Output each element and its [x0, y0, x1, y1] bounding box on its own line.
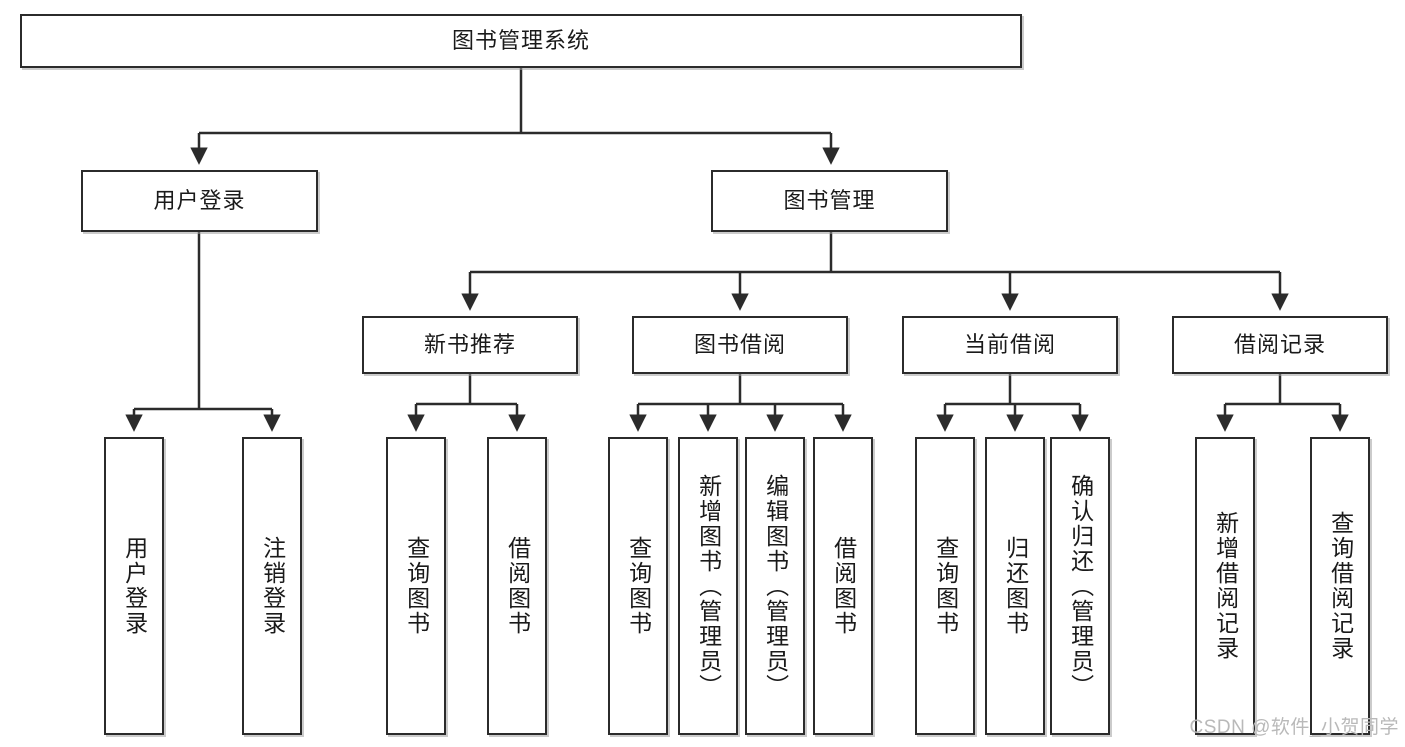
node-new-book-recommend[interactable]: 新书推荐: [362, 316, 578, 374]
node-label: 图书管理系统: [451, 28, 590, 54]
node-leaf-user-login[interactable]: 用户登录: [104, 437, 164, 735]
node-label: 用户登录: [121, 536, 148, 636]
node-user-login[interactable]: 用户登录: [81, 170, 318, 232]
node-leaf-query-book-current[interactable]: 查询图书: [915, 437, 975, 735]
node-leaf-query-borrow-record[interactable]: 查询借阅记录: [1310, 437, 1370, 735]
node-leaf-edit-book-admin[interactable]: 编辑图书（管理员）: [745, 437, 805, 735]
node-label: 借阅记录: [1233, 332, 1326, 358]
node-label: 注销登录: [259, 536, 286, 636]
node-label: 图书管理: [783, 188, 876, 214]
node-leaf-return-book[interactable]: 归还图书: [985, 437, 1045, 735]
node-label: 归还图书: [1002, 536, 1029, 636]
node-label: 用户登录: [153, 188, 246, 214]
node-label: 查询图书: [932, 536, 959, 636]
node-book-manage[interactable]: 图书管理: [711, 170, 948, 232]
node-leaf-borrow-book-rec[interactable]: 借阅图书: [487, 437, 547, 735]
node-root-system[interactable]: 图书管理系统: [20, 14, 1022, 68]
node-leaf-borrow-book[interactable]: 借阅图书: [813, 437, 873, 735]
node-leaf-add-borrow-record[interactable]: 新增借阅记录: [1195, 437, 1255, 735]
node-label: 图书借阅: [693, 332, 786, 358]
node-leaf-user-logout[interactable]: 注销登录: [242, 437, 302, 735]
node-leaf-query-book-rec[interactable]: 查询图书: [386, 437, 446, 735]
node-leaf-query-book-borrow[interactable]: 查询图书: [608, 437, 668, 735]
node-label: 借阅图书: [504, 536, 531, 636]
node-label: 确认归还（管理员）: [1067, 473, 1094, 699]
node-label: 借阅图书: [830, 536, 857, 636]
node-label: 查询借阅记录: [1327, 511, 1354, 661]
node-label: 查询图书: [403, 536, 430, 636]
node-label: 编辑图书（管理员）: [762, 473, 789, 699]
node-borrow-record[interactable]: 借阅记录: [1172, 316, 1388, 374]
node-leaf-confirm-return-admin[interactable]: 确认归还（管理员）: [1050, 437, 1110, 735]
node-label: 新增图书（管理员）: [695, 473, 722, 699]
node-book-borrow[interactable]: 图书借阅: [632, 316, 848, 374]
csdn-watermark: CSDN @软件_小贺同学: [1189, 717, 1399, 738]
node-label: 新增借阅记录: [1212, 511, 1239, 661]
node-leaf-add-book-admin[interactable]: 新增图书（管理员）: [678, 437, 738, 735]
node-current-borrow[interactable]: 当前借阅: [902, 316, 1118, 374]
node-label: 查询图书: [625, 536, 652, 636]
node-label: 当前借阅: [963, 332, 1056, 358]
node-label: 新书推荐: [423, 332, 516, 358]
